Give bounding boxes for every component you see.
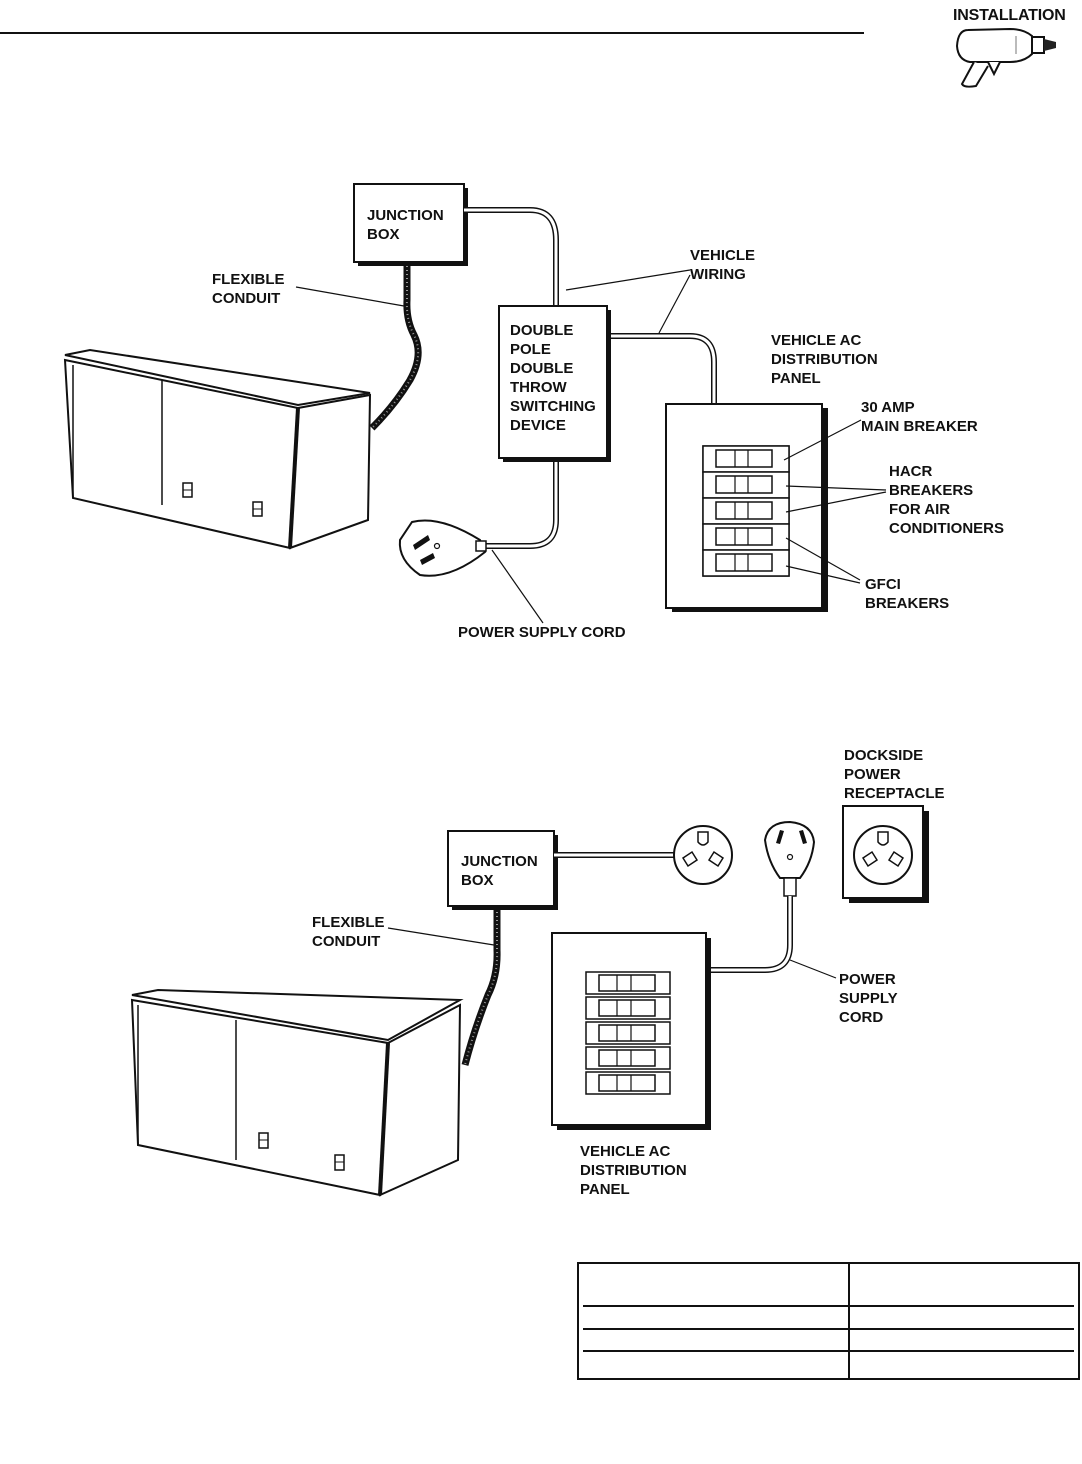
bottom-power-supply-cord-label: POWER SUPPLY CORD [839, 971, 898, 1026]
switching-device-label: DOUBLE POLE DOUBLE THROW SWITCHING DEVIC… [510, 322, 596, 434]
dockside-receptacle-label: DOCKSIDE POWER RECEPTACLE [844, 747, 945, 802]
bottom-junction-box [447, 830, 555, 907]
table-row-divider [583, 1305, 1074, 1307]
section-title: INSTALLATION [953, 7, 1066, 24]
top-power-plug [398, 519, 487, 577]
top-air-conditioner-unit [63, 348, 372, 550]
bottom-junction-box-label: JUNCTION BOX [461, 853, 538, 889]
vehicle-wiring-label: VEHICLE WIRING [690, 247, 756, 283]
bottom-air-conditioner-unit [130, 988, 464, 1197]
table-row-divider [583, 1350, 1074, 1352]
bottom-power-plug [763, 820, 816, 897]
bottom-flexible-conduit-label: FLEXIBLE CONDUIT [312, 914, 385, 950]
top-distribution-panel-label: VEHICLE AC DISTRIBUTION PANEL [771, 332, 878, 387]
bottom-distribution-panel-label: VEHICLE AC DISTRIBUTION PANEL [580, 1143, 687, 1198]
header-rule [0, 32, 864, 34]
top-flexible-conduit-label: FLEXIBLE CONDUIT [212, 271, 285, 307]
top-junction-box-label: JUNCTION BOX [367, 207, 444, 243]
bottom-breaker-stack [585, 971, 671, 1095]
top-flexible-conduit [369, 262, 422, 431]
top-breaker-stack [702, 445, 790, 577]
top-power-supply-cord-label: POWER SUPPLY CORD [458, 624, 626, 641]
hacr-breakers-label: HACR BREAKERS FOR AIR CONDITIONERS [889, 463, 1005, 537]
main-breaker-label: 30 AMP MAIN BREAKER [861, 399, 978, 435]
gfci-breakers-label: GFCI BREAKERS [865, 576, 950, 612]
top-junction-box [353, 183, 465, 263]
switching-device-box [498, 305, 608, 459]
table-row-divider [583, 1328, 1074, 1330]
inlet-receptacle [673, 825, 733, 885]
specification-table [577, 1262, 1080, 1380]
dockside-outlet [853, 825, 913, 885]
drill-icon [955, 27, 1056, 88]
bottom-flexible-conduit [461, 908, 501, 1066]
table-column-divider [848, 1264, 850, 1378]
